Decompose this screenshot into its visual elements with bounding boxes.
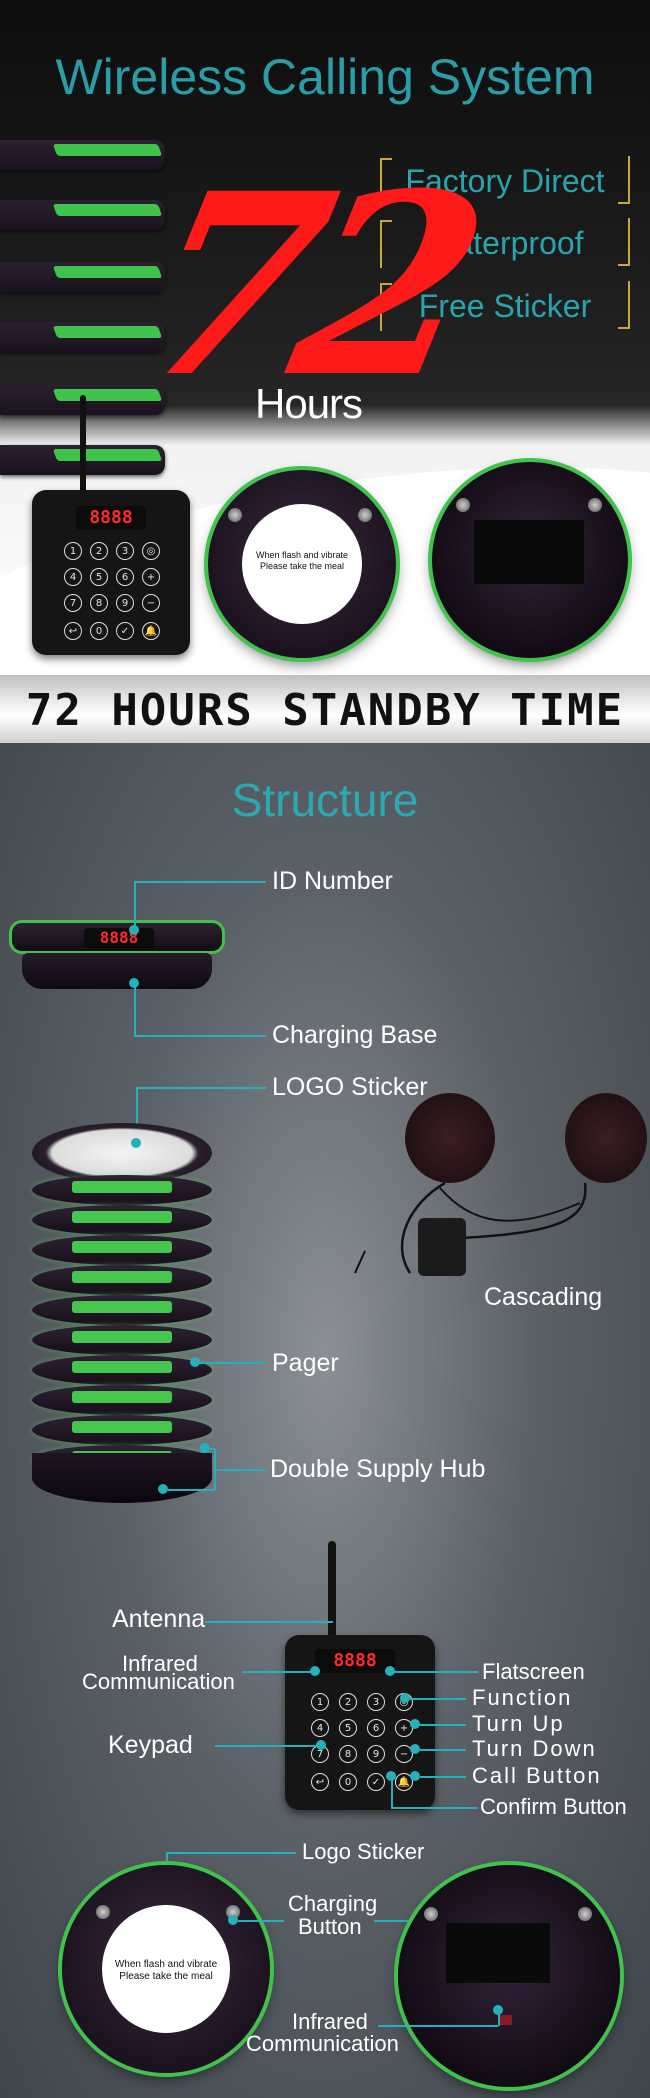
key-call: 🔔 (395, 1773, 413, 1791)
pager-label-line2: Please take the meal (119, 1971, 213, 1982)
label-turn-up: Turn Up (472, 1711, 565, 1736)
key-6: 6 (367, 1719, 385, 1737)
stacked-pager (0, 262, 165, 292)
key-2: 2 (339, 1693, 357, 1711)
back-spec-label (474, 520, 584, 584)
label-antenna: Antenna (112, 1605, 206, 1633)
pager-tower (22, 1123, 222, 1503)
label-infrared-2: Communication (82, 1669, 235, 1694)
key-6: 6 (116, 568, 134, 586)
label-function: Function (472, 1685, 573, 1710)
key-9: 9 (116, 594, 134, 612)
stacked-pager (0, 140, 165, 170)
key-minus: − (395, 1745, 413, 1763)
feature-free-sticker: Free Sticker (380, 281, 630, 331)
key-0: 0 (339, 1773, 357, 1791)
power-adapter (418, 1218, 466, 1276)
key-8: 8 (90, 594, 108, 612)
key-3: 3 (116, 542, 134, 560)
label-charging-button-1: Charging (288, 1891, 378, 1916)
tower-top-sticker (32, 1123, 212, 1183)
feature-waterproof: Waterproof (380, 218, 630, 268)
label-turn-down: Turn Down (472, 1736, 597, 1761)
screw-icon (424, 1907, 438, 1921)
key-back: ↩ (311, 1773, 329, 1791)
bottom-pager-back (398, 1865, 620, 2087)
antenna-icon (80, 395, 86, 505)
label-infrared-1: Infrared (122, 1651, 198, 1676)
pager-sticker: When flash and vibrate Please take the m… (242, 504, 362, 624)
key-call: 🔔 (142, 622, 160, 640)
hero-title: Wireless Calling System (55, 49, 595, 105)
feature-label: Waterproof (426, 225, 584, 261)
label-infrared-bottom-1: Infrared (292, 2009, 368, 2034)
label-confirm-button: Confirm Button (480, 1794, 627, 1819)
key-1: 1 (311, 1693, 329, 1711)
key-9: 9 (367, 1745, 385, 1763)
infrared-window (498, 2015, 512, 2025)
label-id-number: ID Number (272, 867, 393, 895)
key-4: 4 (311, 1719, 329, 1737)
standby-text: 72 HOURS STANDBY TIME (25, 685, 625, 736)
key-confirm: ✓ (116, 622, 134, 640)
key-2: 2 (90, 542, 108, 560)
round-pager-front: When flash and vibrate Please take the m… (208, 470, 396, 658)
key-4: 4 (64, 568, 82, 586)
stacked-pager (0, 322, 165, 352)
screw-icon (358, 508, 372, 522)
screw-icon (96, 1905, 110, 1919)
round-pager-back (432, 462, 628, 658)
feature-factory-direct: Factory Direct (380, 156, 630, 206)
label-logo-sticker: LOGO Sticker (272, 1073, 428, 1101)
screw-icon (588, 498, 602, 512)
key-0: 0 (90, 622, 108, 640)
screw-icon (228, 508, 242, 522)
cascade-pager-2 (565, 1093, 647, 1183)
label-call-button: Call Button (472, 1763, 602, 1788)
big-72: 72 (118, 138, 490, 432)
transmitter-display: 8888 (76, 506, 146, 530)
bottom-pager-front: When flash and vibrate Please take the m… (62, 1865, 270, 2073)
standby-band: 72 HOURS STANDBY TIME (0, 675, 650, 743)
label-infrared-bottom-2: Communication (246, 2031, 399, 2056)
hours-label: Hours (255, 380, 363, 427)
hero-banner: Wireless Calling System Factory Direct W… (0, 0, 650, 675)
base-pager: 8888 (12, 913, 222, 993)
stacked-pager (0, 200, 165, 230)
key-minus: − (142, 594, 160, 612)
key-back: ↩ (64, 622, 82, 640)
label-charging-button-2: Button (298, 1914, 362, 1939)
pager-label-line1: When flash and vibrate (255, 550, 349, 560)
key-confirm: ✓ (367, 1773, 385, 1791)
screw-icon (456, 498, 470, 512)
pager-label-line1: When flash and vibrate (114, 1959, 218, 1970)
key-3: 3 (367, 1693, 385, 1711)
feature-label: Factory Direct (405, 163, 605, 199)
cascade-pager-1 (405, 1093, 495, 1183)
pager-sticker: When flash and vibrate Please take the m… (102, 1905, 230, 2033)
screw-icon (578, 1907, 592, 1921)
back-spec-label (446, 1923, 550, 1983)
label-cascading: Cascading (484, 1283, 603, 1311)
label-double-supply-hub: Double Supply Hub (270, 1455, 486, 1483)
key-5: 5 (339, 1719, 357, 1737)
label-logo-sticker-2: Logo Sticker (302, 1839, 425, 1864)
feature-label: Free Sticker (418, 288, 592, 324)
key-5: 5 (90, 568, 108, 586)
label-flatscreen: Flatscreen (482, 1659, 585, 1684)
key-function: ◎ (142, 542, 160, 560)
label-pager: Pager (272, 1349, 339, 1377)
label-charging-base: Charging Base (272, 1021, 438, 1049)
transmitter-flatscreen: 8888 (315, 1649, 395, 1673)
key-1: 1 (64, 542, 82, 560)
id-number-display: 8888 (84, 928, 154, 948)
key-plus: + (142, 568, 160, 586)
label-keypad: Keypad (108, 1731, 193, 1759)
structure-section: Structure 8888 ID Number Charging Base L… (0, 743, 650, 2098)
key-7: 7 (64, 594, 82, 612)
key-8: 8 (339, 1745, 357, 1763)
structure-title: Structure (231, 774, 419, 826)
pager-label-line2: Please take the meal (259, 561, 345, 571)
antenna-icon (328, 1541, 336, 1651)
